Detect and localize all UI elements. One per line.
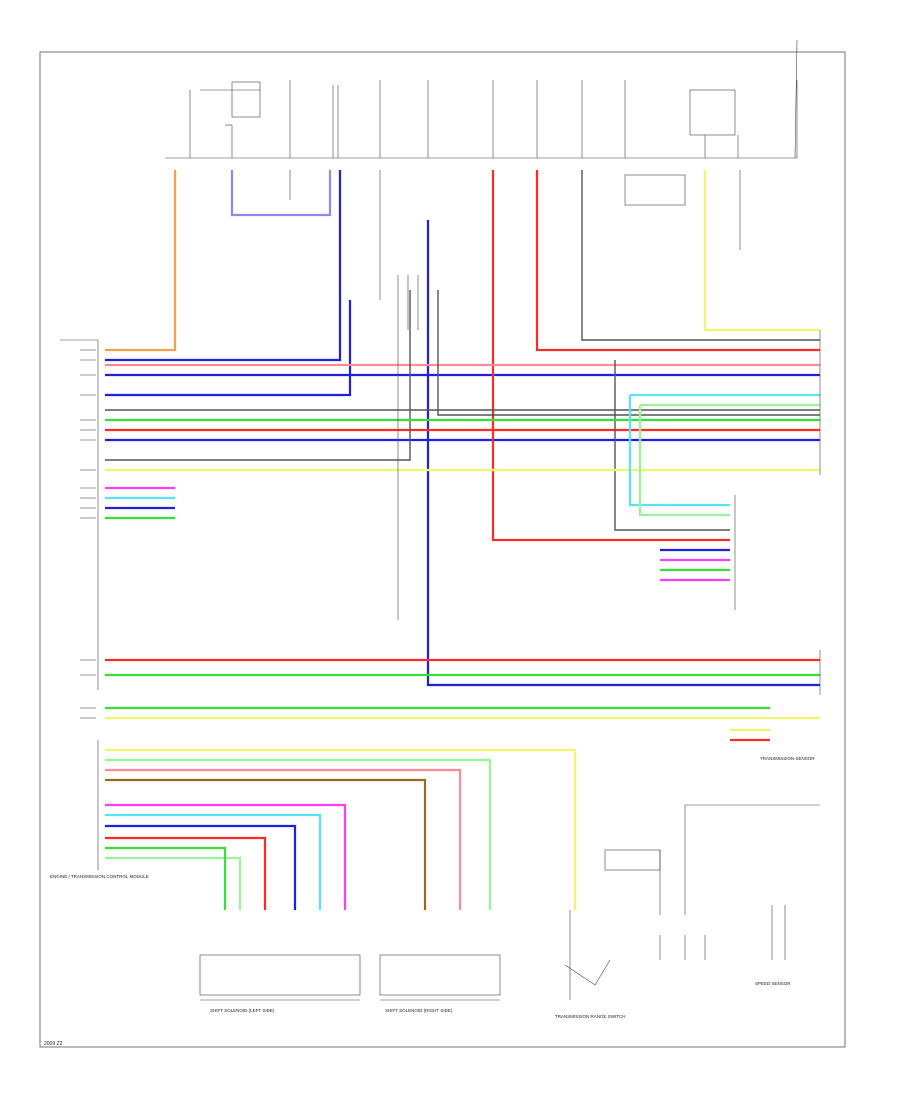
solenoid-bottom-left xyxy=(199,954,361,1001)
speed-sensor-label: SPEED SENSOR xyxy=(755,981,791,986)
speed-sensor-symbols xyxy=(659,804,820,960)
trans-sensor-label: TRANSMISSION SENSOR xyxy=(760,756,815,761)
left-panel-label: SHIFT SOLENOID (LEFT SIDE) xyxy=(210,1008,275,1013)
ecm-pin-labels xyxy=(80,349,96,719)
range-switch-symbol xyxy=(564,849,661,1000)
range-switch-label: TRANSMISSION RANGE SWITCH xyxy=(555,1014,626,1019)
relay-wires xyxy=(289,39,798,620)
diagram-frame xyxy=(39,51,846,1048)
mid-panel-label: SHIFT SOLENOID (RIGHT SIDE) xyxy=(385,1008,453,1013)
right-connector xyxy=(734,330,821,695)
fuse-relay-row xyxy=(165,80,798,206)
ecm-block-label: ENGINE / TRANSMISSION CONTROL MODULE xyxy=(50,874,149,879)
wires xyxy=(105,170,820,910)
solenoid-bottom-mid xyxy=(379,954,501,1001)
doc-id: 2009 Z2 xyxy=(44,1041,63,1047)
ecm-connector xyxy=(60,339,99,870)
